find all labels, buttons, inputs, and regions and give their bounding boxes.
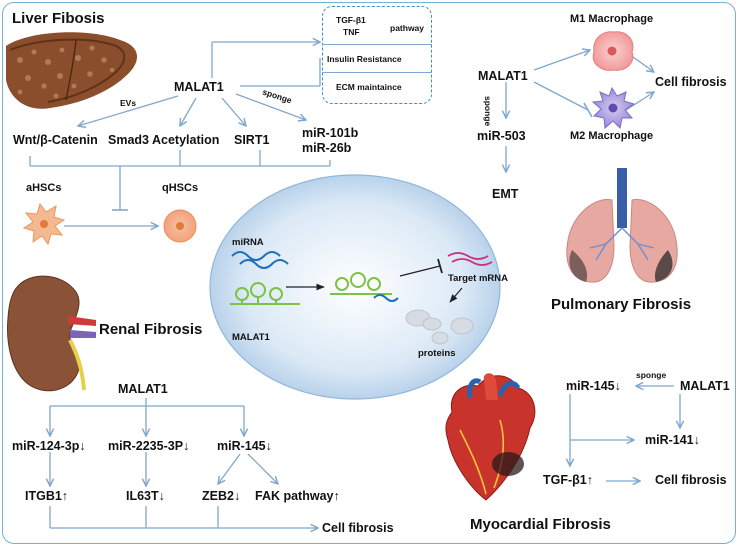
malat1-strand-icon [230,282,300,305]
pathway-label: pathway [390,23,425,33]
liver-illustration [6,32,138,109]
sirt1-label: SIRT1 [234,133,270,147]
ahsc-label: aHSCs [26,182,62,194]
liver-pathway-box [322,6,432,104]
insulin-resistance-label: Insulin Resistance [327,54,402,64]
tgf-b1-label: TGF-β1 [336,15,366,25]
renal-fibrosis-title: Renal Fibrosis [99,321,203,338]
myocardial-tgf-b1-label: TGF-β1↑ [543,473,593,487]
proteins-label: proteins [418,348,456,359]
pulmonary-cell-fibrosis-label: Cell fibrosis [655,75,727,89]
liver-fibrosis-title: Liver Fibosis [12,10,105,27]
renal-cell-fibrosis-label: Cell fibrosis [322,521,394,535]
ecm-maintenance-label: ECM maintaince [336,82,402,92]
myocardial-mir-145-label: miR-145↓ [566,379,621,393]
itgb1-label: ITGB1↑ [25,489,69,503]
myocardial-sponge-label: sponge [636,370,667,380]
kidney-illustration [7,275,96,392]
pulmonary-fibrosis-title: Pulmonary Fibrosis [551,296,692,313]
m2-macrophage-icon [591,86,636,130]
mir-2235-3p-label: miR-2235-3P↓ [108,439,190,453]
myocardial-fibrosis-title: Myocardial Fibrosis [470,516,611,533]
fak-pathway-label: FAK pathway↑ [255,489,340,503]
renal-mir-145-label: miR-145↓ [217,439,272,453]
myocardial-malat1-label: MALAT1 [680,379,730,393]
tnf-label: TNF [343,27,360,37]
heart-illustration [445,373,536,501]
mirna-label: miRNA [232,237,264,248]
renal-malat1-label: MALAT1 [118,382,168,396]
lungs-illustration [566,168,678,283]
mir-141-label: miR-141↓ [645,433,700,447]
pulmonary-malat1-label: MALAT1 [478,69,528,83]
ahsc-cell-icon [22,202,66,246]
myocardial-cell-fibrosis-label: Cell fibrosis [655,473,727,487]
qhsc-label: qHSCs [162,182,199,194]
wnt-b-catenin-label: Wnt/β-Catenin [13,133,98,147]
mir-124-3p-label: miR-124-3p↓ [12,439,86,453]
mir-503-label: miR-503 [477,129,526,143]
m2-macrophage-label: M2 Macrophage [570,130,654,142]
qhsc-cell-icon [163,209,197,243]
evs-label: EVs [120,98,137,108]
mir-101b-label: miR-101b [302,126,359,140]
center-mechanism-panel [209,174,501,400]
pathway-box-divider [322,44,432,46]
target-mrna-icon [447,252,493,266]
m1-macrophage-label: M1 Macrophage [570,13,654,25]
target-mrna-label: Target mRNA [448,273,508,284]
liver-malat1-label: MALAT1 [174,80,224,94]
proteins-icon [405,309,474,345]
emt-label: EMT [492,187,519,201]
smad3-acetylation-label: Smad3 Acetylation [108,133,220,147]
pulmonary-sponge-label: sponge [483,96,493,127]
mirna-strand-icon [231,251,289,269]
m1-macrophage-icon [592,31,634,71]
zeb2-label: ZEB2↓ [202,489,241,503]
malat1-mirna-complex-icon [330,272,399,302]
center-malat1-label: MALAT1 [232,332,270,343]
il63t-label: IL63T↓ [126,489,165,503]
pathway-box-divider [322,72,432,74]
mir-26b-label: miR-26b [302,141,352,155]
